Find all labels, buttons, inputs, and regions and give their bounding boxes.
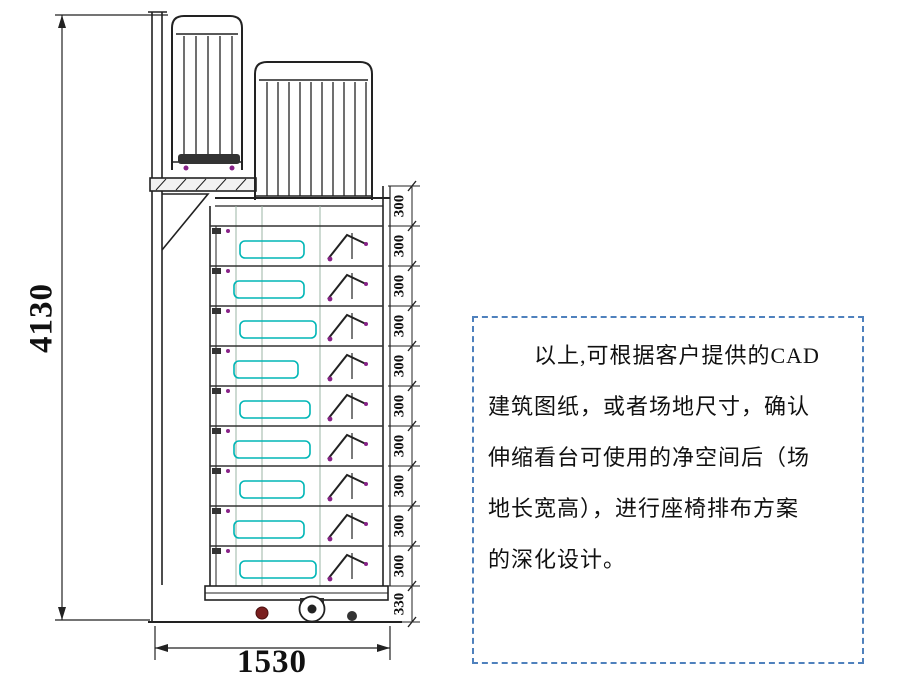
- note-line-3: 伸缩看台可使用的净空间后（场: [488, 445, 811, 470]
- row-dim-label: 300: [391, 315, 407, 338]
- row-dim-label: 300: [391, 275, 407, 298]
- width-dimension: [154, 626, 391, 660]
- main-guard-railing: [254, 61, 373, 200]
- base-frame: [204, 585, 389, 604]
- height-dimension: [55, 14, 168, 621]
- row-dim-label: 300: [391, 235, 407, 258]
- row-dim-label: 300: [391, 555, 407, 578]
- seat-rows: [210, 225, 383, 582]
- wheel-main: [298, 595, 326, 623]
- top-platform-chair: [178, 154, 240, 171]
- note-line-1: 以上,可根据客户提供的CAD: [488, 343, 820, 368]
- note-box: 以上,可根据客户提供的CAD 建筑图纸，或者场地尺寸，确认 伸缩看台可使用的净空…: [472, 316, 864, 664]
- wheel-right: [347, 611, 357, 621]
- note-line-2: 建筑图纸，或者场地尺寸，确认: [488, 394, 811, 419]
- row-dim-label: 300: [391, 515, 407, 538]
- note-line-5: 的深化设计。: [488, 547, 627, 572]
- wheel-left: [255, 606, 269, 620]
- row-dim-label: 300: [391, 395, 407, 418]
- height-dim-label: 4130: [24, 283, 60, 353]
- row-dim-label: 300: [391, 195, 407, 218]
- rear-wall: [148, 11, 167, 622]
- width-dim-label: 1530: [237, 644, 307, 680]
- row-dim-label: 300: [391, 435, 407, 458]
- railing-bars: [266, 82, 367, 196]
- row-dim-label: 300: [391, 475, 407, 498]
- note-line-4: 地长宽高），进行座椅排布方案: [488, 496, 800, 521]
- railing-bars: [183, 36, 233, 160]
- base-dim-label: 330: [391, 593, 407, 616]
- upper-platform: [149, 177, 257, 251]
- upper-guard-railing: [171, 15, 243, 170]
- row-dim-label: 300: [391, 355, 407, 378]
